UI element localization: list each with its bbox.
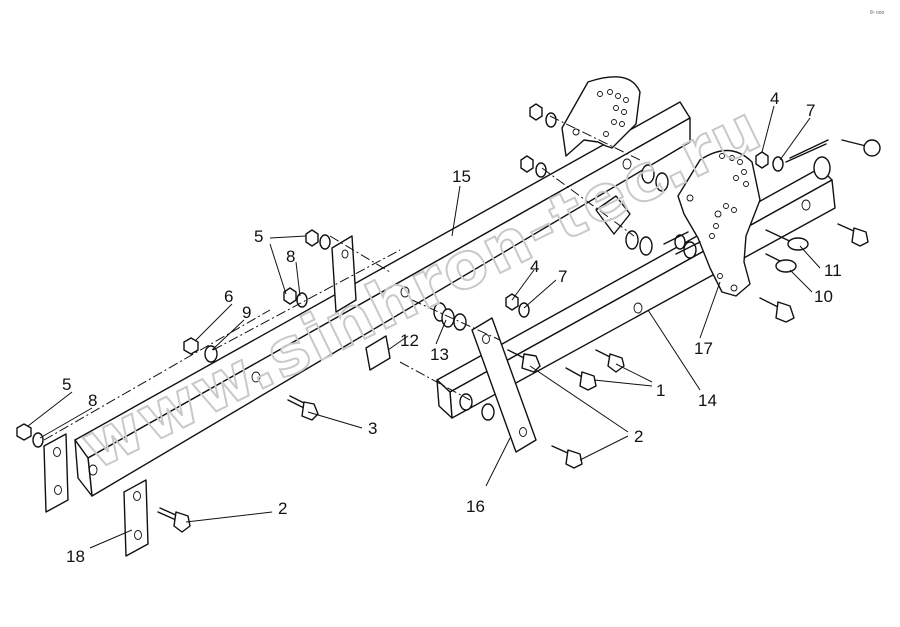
nuts-washers bbox=[16, 103, 784, 448]
callout-18: 18 bbox=[66, 547, 85, 566]
callout-13: 13 bbox=[430, 345, 449, 364]
callout-3: 3 bbox=[368, 419, 377, 438]
bracket-12 bbox=[331, 235, 391, 371]
callout-7-right: 7 bbox=[806, 101, 815, 120]
corner-mark: 8ⁿ ooo bbox=[870, 10, 885, 16]
assembly-centerlines bbox=[43, 115, 641, 441]
spacer-13 bbox=[433, 164, 697, 421]
callout-15: 15 bbox=[452, 167, 471, 186]
callout-7-middle: 7 bbox=[558, 267, 567, 286]
callout-4-right: 4 bbox=[770, 89, 779, 108]
plate-18 bbox=[43, 433, 149, 557]
bracket-plate-upper bbox=[561, 76, 641, 235]
callout-5-middle: 5 bbox=[254, 227, 263, 246]
callout-10: 10 bbox=[814, 287, 833, 306]
bracket-plate-17 bbox=[677, 149, 761, 297]
bolts bbox=[157, 223, 869, 533]
callout-14: 14 bbox=[698, 391, 717, 410]
plate-16 bbox=[471, 317, 537, 453]
callout-16: 16 bbox=[466, 497, 485, 516]
callout-9: 9 bbox=[242, 303, 251, 322]
callout-5-left: 5 bbox=[62, 375, 71, 394]
callout-labels: 1 2 2 3 4 4 5 5 6 7 7 8 8 9 10 11 12 13 … bbox=[62, 89, 842, 566]
callout-6: 6 bbox=[224, 287, 233, 306]
callout-2-left: 2 bbox=[278, 499, 287, 518]
callout-8-left: 8 bbox=[88, 391, 97, 410]
callout-1: 1 bbox=[656, 381, 665, 400]
callout-8-middle: 8 bbox=[286, 247, 295, 266]
callout-4-middle: 4 bbox=[530, 257, 539, 276]
callout-12: 12 bbox=[400, 331, 419, 350]
callout-11: 11 bbox=[824, 261, 842, 280]
pins bbox=[765, 139, 881, 273]
beam-15 bbox=[74, 101, 691, 497]
leader-lines bbox=[27, 105, 821, 549]
callout-2-right: 2 bbox=[634, 427, 643, 446]
callout-17: 17 bbox=[694, 339, 713, 358]
